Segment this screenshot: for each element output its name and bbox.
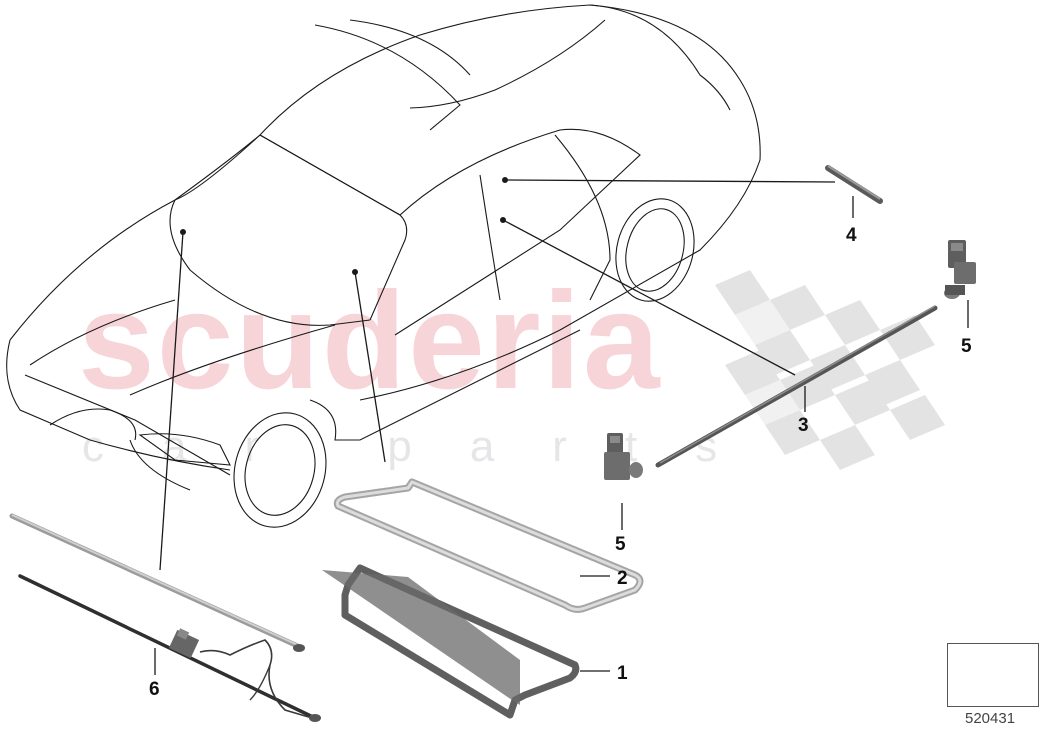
leader-lines xyxy=(154,179,969,675)
callout-1: 1 xyxy=(617,663,628,684)
part-2-light-seal xyxy=(333,478,644,613)
part-6-cable-harness xyxy=(9,513,321,722)
callout-6: 6 xyxy=(149,679,160,700)
diagram-reference-number: 520431 xyxy=(965,710,1016,727)
callout-5-center: 5 xyxy=(615,534,626,555)
part-1-dark-seal xyxy=(322,564,580,719)
callout-5-right: 5 xyxy=(961,336,972,357)
part-3-strip xyxy=(655,305,938,468)
part-4-rod xyxy=(825,165,883,204)
callout-4: 4 xyxy=(846,225,857,246)
part-5-connector-right xyxy=(944,240,976,299)
callout-2: 2 xyxy=(617,568,628,589)
car-outline xyxy=(6,4,761,528)
callout-3: 3 xyxy=(798,415,809,436)
part-5-connector-center xyxy=(604,433,643,480)
checker-flag-watermark xyxy=(715,270,945,470)
reference-arrow-box xyxy=(947,643,1039,707)
leader-dots xyxy=(180,177,508,275)
